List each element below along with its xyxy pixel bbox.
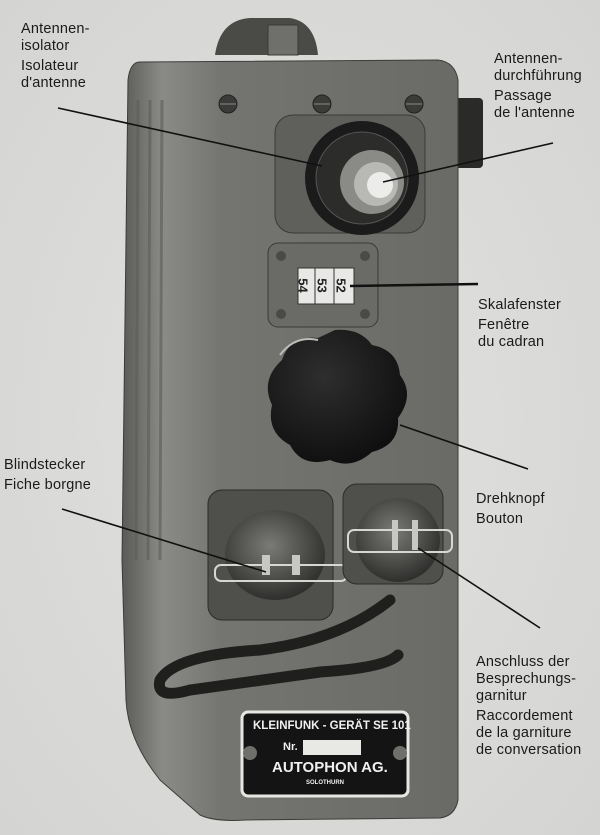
nameplate-city: SOLOTHURN bbox=[306, 780, 344, 786]
dummy-plug bbox=[207, 489, 348, 621]
leader-dummy-plug bbox=[61, 508, 267, 573]
label-de-line: Antennen- bbox=[21, 21, 90, 37]
label-dummy-plug: Blindstecker Fiche borgne bbox=[4, 457, 91, 494]
label-de-line: Drehknopf bbox=[476, 491, 545, 507]
housing-ribs bbox=[134, 99, 164, 561]
rotary-knob bbox=[267, 329, 408, 464]
label-fr-line: Passage bbox=[494, 88, 552, 104]
label-de-line: Skalafenster bbox=[478, 297, 561, 313]
antenna-feedthrough bbox=[367, 172, 393, 198]
label-de-line: Blindstecker bbox=[4, 457, 86, 473]
nameplate-maker: AUTOPHON AG. bbox=[272, 759, 388, 776]
dial-digit: 53 bbox=[314, 278, 330, 293]
label-fr-line: de l'antenne bbox=[494, 105, 575, 121]
carry-handle bbox=[215, 18, 318, 56]
dial-digit: 52 bbox=[333, 278, 349, 293]
label-fr-line: d'antenne bbox=[21, 75, 87, 91]
label-antenna-insulator: Antennen- isolator Isolateur d'antenne bbox=[21, 21, 90, 92]
headset-cable bbox=[153, 594, 404, 699]
leader-headset-connection bbox=[417, 547, 541, 629]
label-fr-line: du cadran bbox=[478, 334, 545, 350]
label-de-line: isolator bbox=[21, 38, 70, 54]
antenna-insulator bbox=[274, 114, 426, 235]
label-de-line: Antennen- bbox=[494, 51, 563, 67]
label-de-line: garnitur bbox=[476, 688, 527, 704]
label-de-line: Anschluss der bbox=[476, 654, 570, 670]
label-fr-line: Raccordement bbox=[476, 708, 573, 724]
label-fr-line: de conversation bbox=[476, 742, 582, 758]
dial-window bbox=[267, 242, 379, 328]
label-rotary-knob: Drehknopf Bouton bbox=[476, 491, 545, 528]
label-fr-line: de la garniture bbox=[476, 725, 572, 741]
nameplate bbox=[240, 710, 410, 798]
leader-rotary-knob bbox=[399, 424, 529, 470]
screws bbox=[218, 94, 424, 114]
leader-dial-window bbox=[349, 282, 479, 288]
label-dial-window: Skalafenster Fenêtre du cadran bbox=[478, 297, 561, 351]
label-antenna-feedthrough: Antennen- durchführung Passage de l'ante… bbox=[494, 51, 582, 122]
leader-antenna-insulator bbox=[57, 107, 323, 167]
leader-antenna-feedthrough bbox=[382, 142, 554, 183]
dial-digit: 54 bbox=[295, 278, 311, 293]
label-fr-line: Fiche borgne bbox=[4, 477, 92, 493]
headset-socket bbox=[342, 483, 453, 585]
side-strap bbox=[455, 98, 483, 168]
nameplate-model: KLEINFUNK - GERÄT SE 101 bbox=[253, 720, 411, 732]
nameplate-nr: Nr. bbox=[283, 741, 298, 753]
label-fr-line: Fenêtre bbox=[478, 317, 530, 333]
label-headset-connection: Anschluss der Besprechungs- garnitur Rac… bbox=[476, 654, 581, 759]
label-de-line: Besprechungs- bbox=[476, 671, 577, 687]
leader-lines bbox=[57, 107, 554, 629]
label-fr-line: Isolateur bbox=[21, 58, 79, 74]
label-fr-line: Bouton bbox=[476, 511, 524, 527]
label-de-line: durchführung bbox=[494, 68, 582, 84]
